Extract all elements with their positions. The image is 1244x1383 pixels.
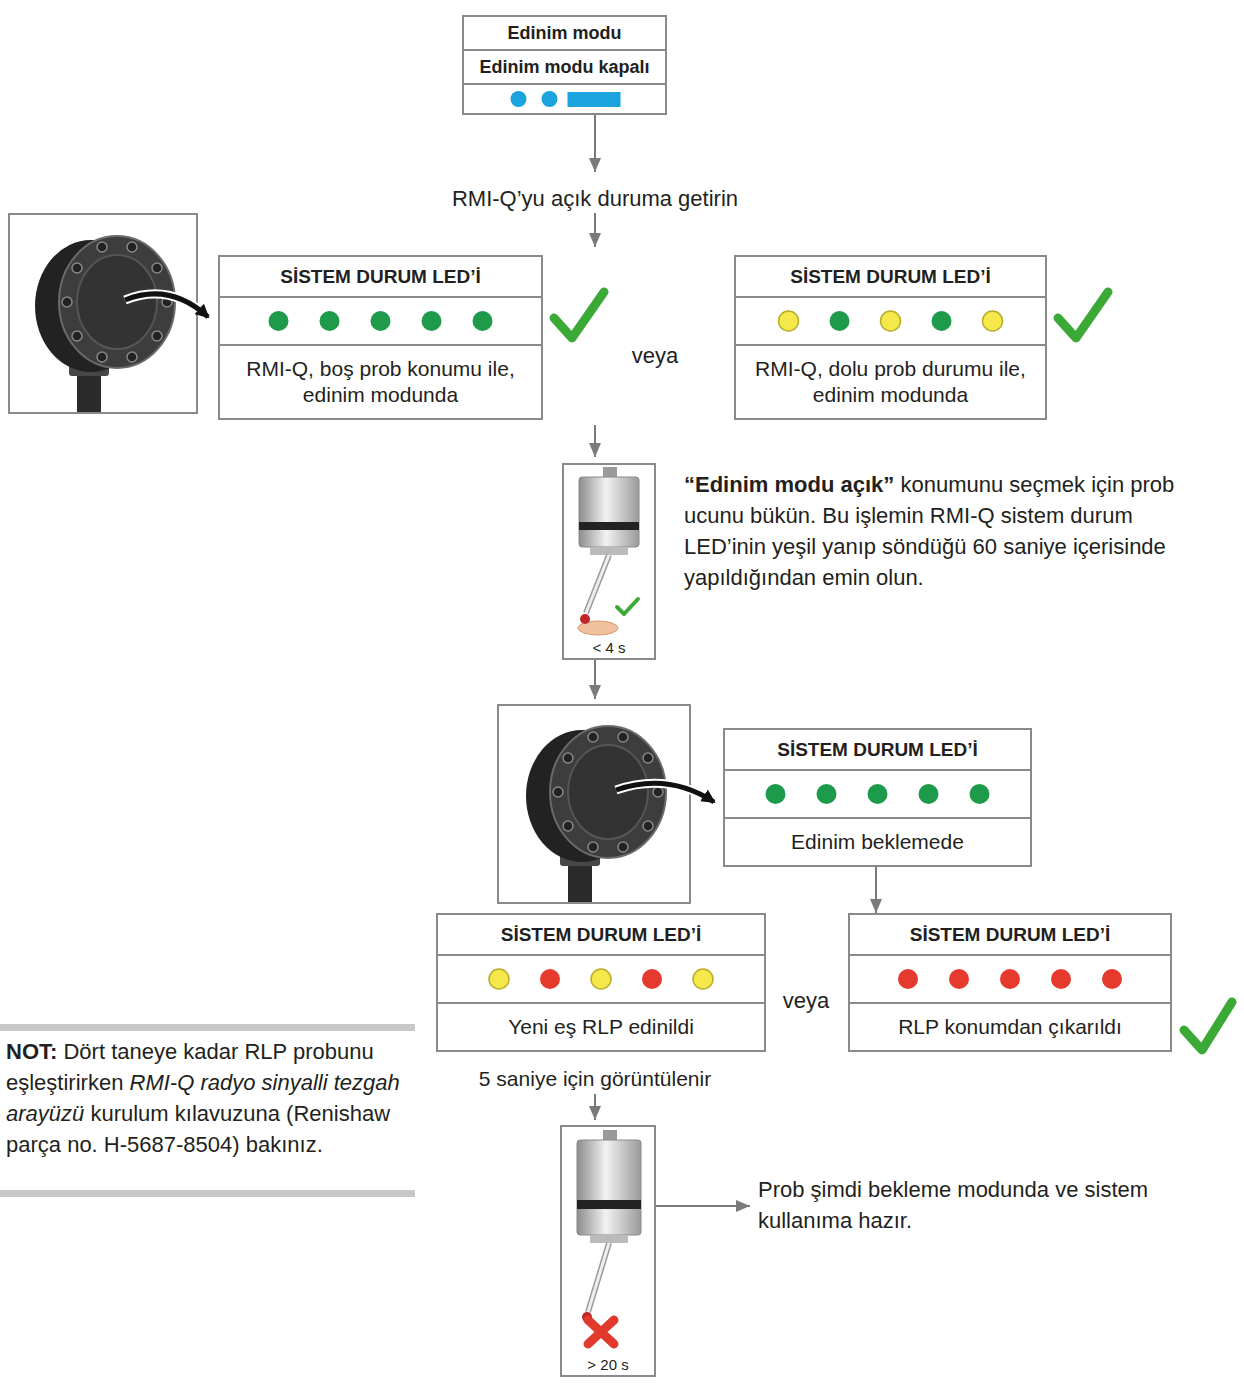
flow-arrow <box>594 660 596 699</box>
instruction-text: veya <box>632 343 678 368</box>
mode-heading: Edinim modu <box>464 17 665 51</box>
led-bar <box>568 92 621 107</box>
rlp40-probe-picture <box>578 467 639 635</box>
led-dot <box>919 784 939 804</box>
led-dot <box>898 969 918 989</box>
instruction-text: veya <box>783 988 829 1013</box>
rmiq-interface-picture <box>526 726 666 902</box>
check-mark <box>1058 292 1108 338</box>
text-group: RMI-Q’yu açık duruma getirin <box>395 183 795 214</box>
text-group: Prob şimdi bekleme modunda ve sistem kul… <box>758 1174 1178 1236</box>
led-dot <box>489 969 509 989</box>
rlp40-probe-picture <box>577 1130 641 1344</box>
led-dot <box>320 311 340 331</box>
status-led-row <box>220 298 541 344</box>
led-heading: SİSTEM DURUM LED’İ <box>438 915 764 956</box>
text-group: NOT:Dört taneye kadar RLP probunu eşleşt… <box>6 1036 414 1160</box>
instruction-text: Prob şimdi bekleme modunda ve sistem kul… <box>758 1177 1148 1233</box>
led-dot <box>779 311 799 331</box>
text-group: 5 saniye için görüntülenir <box>425 1063 765 1094</box>
led-dot <box>473 311 493 331</box>
mode-state: Edinim modu kapalı <box>464 51 665 85</box>
led-dot <box>422 311 442 331</box>
led-dot <box>371 311 391 331</box>
status-led-box: SİSTEM DURUM LED’İ RLP konumdan çıkarıldı <box>848 913 1172 1052</box>
connector-arrow <box>875 867 877 913</box>
status-text: RMI-Q, dolu prob durumu ile, edinim modu… <box>736 344 1045 418</box>
led-dot <box>983 311 1003 331</box>
text-group: veya <box>766 985 846 1016</box>
status-led-row <box>438 956 764 1002</box>
status-led-box: SİSTEM DURUM LED’İ Yeni eş RLP edinildi <box>436 913 766 1052</box>
led-dot <box>830 311 850 331</box>
led-dot <box>269 311 289 331</box>
flow-arrow <box>594 425 596 457</box>
led-dot <box>949 969 969 989</box>
status-led-box: SİSTEM DURUM LED’İ RMI-Q, boş prob konumu… <box>218 255 543 420</box>
led-dot <box>932 311 952 331</box>
status-text: RLP konumdan çıkarıldı <box>850 1002 1170 1050</box>
led-heading: SİSTEM DURUM LED’İ <box>220 257 541 298</box>
emphasis-text: “Edinim modu açık” <box>684 472 894 497</box>
led-heading: SİSTEM DURUM LED’İ <box>850 915 1170 956</box>
flow-arrow <box>594 107 596 172</box>
flow-arrow <box>656 1205 750 1207</box>
led-dot <box>693 969 713 989</box>
mode-box: Edinim moduEdinim modu kapalı <box>462 15 667 115</box>
pointer-arrow-outline <box>125 294 208 317</box>
text-group: veya <box>615 340 695 371</box>
time-label: > 20 s <box>585 1356 630 1375</box>
status-led-row <box>850 956 1170 1002</box>
led-heading: SİSTEM DURUM LED’İ <box>725 730 1030 771</box>
led-dot <box>1051 969 1071 989</box>
led-dot <box>642 969 662 989</box>
probe-step-box: > 20 s <box>560 1125 656 1377</box>
pointer-arrow <box>125 294 208 317</box>
led-heading: SİSTEM DURUM LED’İ <box>736 257 1045 298</box>
mode-led-row <box>464 85 665 113</box>
led-dot <box>542 91 558 107</box>
pointer-arrow-outline <box>616 783 714 802</box>
probe-step-box: < 4 s <box>562 463 656 660</box>
time-label: < 4 s <box>591 639 628 658</box>
rmiq-interface-picture <box>35 236 175 412</box>
led-dot <box>591 969 611 989</box>
status-led-box: SİSTEM DURUM LED’İ RMI-Q, dolu prob durum… <box>734 255 1047 420</box>
picture-frame <box>498 705 690 903</box>
status-text: RMI-Q, boş prob konumu ile, edinim modun… <box>220 344 541 418</box>
instruction-text: 5 saniye için görüntülenir <box>479 1067 711 1090</box>
led-dot <box>1102 969 1122 989</box>
pointer-arrow <box>616 783 714 802</box>
led-dot <box>868 784 888 804</box>
led-dot <box>511 91 527 107</box>
check-mark <box>554 292 604 338</box>
instruction-text: RMI-Q’yu açık duruma getirin <box>452 186 738 211</box>
emphasis-text: NOT: <box>6 1039 57 1064</box>
led-dot <box>881 311 901 331</box>
status-text: Edinim beklemede <box>725 817 1030 865</box>
note-bar <box>0 1190 415 1197</box>
led-dot <box>766 784 786 804</box>
led-dot <box>1000 969 1020 989</box>
status-led-row <box>725 771 1030 817</box>
led-dot <box>540 969 560 989</box>
status-led-box: SİSTEM DURUM LED’İ Edinim beklemede <box>723 728 1032 867</box>
check-mark <box>1184 1002 1232 1050</box>
status-led-row <box>736 298 1045 344</box>
flow-arrow <box>594 213 596 247</box>
picture-frame <box>9 214 197 413</box>
led-dot <box>970 784 990 804</box>
flow-arrow <box>594 1094 596 1120</box>
note-bar <box>0 1024 415 1031</box>
text-group: “Edinim modu açık”konumunu seçmek için p… <box>684 469 1184 593</box>
status-text: Yeni eş RLP edinildi <box>438 1002 764 1050</box>
led-dot <box>817 784 837 804</box>
